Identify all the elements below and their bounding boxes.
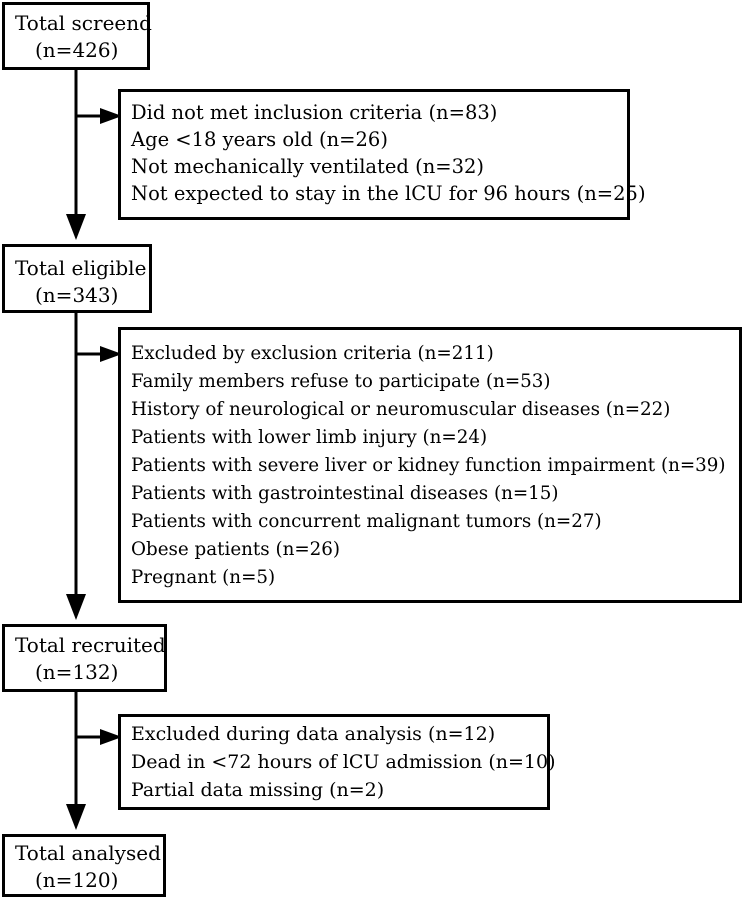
stage-recruited-box: Total recruited (n=132) bbox=[2, 624, 167, 692]
arrowhead-analysed bbox=[66, 804, 86, 830]
exclusion-inclusion-criteria-box: Did not met inclusion criteria (n=83) Ag… bbox=[118, 89, 646, 220]
stage-count: (n=120) bbox=[35, 868, 119, 892]
exclusion-line: Excluded by exclusion criteria (n=211) bbox=[131, 343, 494, 364]
exclusion-data-analysis-box: Excluded during data analysis (n=12) Dea… bbox=[118, 714, 556, 810]
stage-screened-box: Total screend (n=426) bbox=[2, 2, 152, 70]
stage-count: (n=426) bbox=[35, 38, 119, 62]
exclusion-line: Dead in <72 hours of lCU admission (n=10… bbox=[131, 751, 556, 773]
stage-title: Total screend bbox=[15, 11, 152, 35]
exclusion-line: Patients with lower limb injury (n=24) bbox=[131, 427, 488, 448]
stage-title: Total analysed bbox=[15, 841, 161, 865]
exclusion-line: Patients with concurrent malignant tumor… bbox=[131, 511, 602, 532]
exclusion-line: Partial data missing (n=2) bbox=[131, 779, 385, 801]
stage-eligible-box: Total eligible (n=343) bbox=[2, 244, 152, 313]
stage-title: Total eligible bbox=[15, 256, 147, 280]
exclusion-criteria-box: Excluded by exclusion criteria (n=211) F… bbox=[118, 327, 742, 603]
exclusion-line: Did not met inclusion criteria (n=83) bbox=[131, 101, 498, 124]
stage-count: (n=343) bbox=[35, 283, 119, 307]
stage-analysed-box: Total analysed (n=120) bbox=[2, 834, 166, 897]
exclusion-line: Excluded during data analysis (n=12) bbox=[131, 723, 496, 745]
exclusion-line: Patients with severe liver or kidney fun… bbox=[131, 455, 726, 476]
exclusion-line: Age <18 years old (n=26) bbox=[131, 128, 388, 151]
exclusion-line: History of neurological or neuromuscular… bbox=[131, 399, 671, 420]
exclusion-line: Not expected to stay in the lCU for 96 h… bbox=[131, 182, 646, 205]
exclusion-line: Family members refuse to participate (n=… bbox=[131, 371, 551, 392]
arrowhead-recruited bbox=[66, 594, 86, 620]
arrowhead-inclusion-exclusions bbox=[100, 108, 122, 124]
stage-title: Total recruited bbox=[15, 633, 166, 657]
stage-count: (n=132) bbox=[35, 660, 119, 684]
arrowhead-exclusion-criteria bbox=[100, 346, 122, 362]
exclusion-line: Patients with gastrointestinal diseases … bbox=[131, 483, 559, 504]
arrowhead-eligible bbox=[66, 214, 86, 240]
exclusion-line: Pregnant (n=5) bbox=[131, 567, 276, 588]
exclusion-line: Not mechanically ventilated (n=32) bbox=[131, 155, 485, 178]
exclusion-line: Obese patients (n=26) bbox=[131, 539, 341, 560]
arrowhead-analysis-exclusions bbox=[100, 729, 122, 745]
